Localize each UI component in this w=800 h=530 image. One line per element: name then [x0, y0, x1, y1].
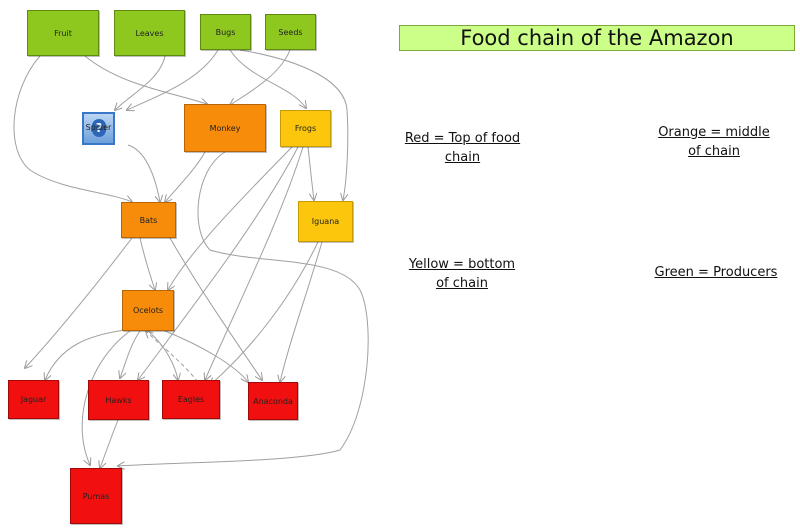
edge-hawks-pumas — [100, 419, 119, 468]
edge-ocelots-jaguar — [45, 329, 126, 380]
node-anaconda[interactable]: Anaconda — [248, 382, 298, 420]
edge-bugs-iguana — [239, 49, 348, 200]
edge-spider-bats — [127, 144, 160, 202]
node-bugs[interactable]: Bugs — [200, 14, 251, 50]
edge-ocelots-eagles — [147, 330, 178, 380]
edge-bugs-frogs — [229, 49, 306, 108]
edge-iguana-anaconda — [280, 241, 323, 382]
edge-frogs-hawks — [138, 146, 299, 380]
node-pumas[interactable]: Pumas — [70, 468, 122, 524]
node-hawks[interactable]: Hawks — [88, 380, 149, 420]
edge-bats-anaconda — [169, 237, 262, 380]
node-seeds[interactable]: Seeds — [265, 14, 316, 50]
node-jaguar[interactable]: Jaguar — [8, 380, 59, 419]
node-bats[interactable]: Bats — [121, 202, 176, 238]
edge-seeds-monkey — [230, 49, 291, 105]
edge-bats-jaguar — [25, 237, 133, 368]
node-spider[interactable]: ? Spider — [82, 112, 115, 145]
legend-green-line-1: Green = Producers — [654, 265, 778, 280]
legend-orange-line-2: of chain — [688, 144, 740, 159]
legend-green: Green = Producers — [645, 263, 787, 282]
node-fruit[interactable]: Fruit — [27, 10, 99, 56]
edge-leaves-spider — [115, 55, 166, 110]
legend-red: Red = Top of food chain — [395, 129, 530, 167]
edge-bats-ocelots — [139, 237, 155, 290]
edge-frogs-ocelots — [168, 146, 293, 290]
edge-bugs-spider — [127, 49, 219, 110]
edge-frogs-iguana — [307, 146, 314, 200]
edge-fruit-bats — [13, 55, 132, 202]
node-ocelots[interactable]: Ocelots — [122, 290, 174, 331]
legend-orange: Orange = middle of chain — [650, 123, 778, 161]
edge-ocelots-pumas — [81, 330, 131, 465]
edge-monkey-bats — [165, 151, 206, 202]
legend-yellow: Yellow = bottom of chain — [396, 255, 528, 293]
legend-yellow-line-2: of chain — [436, 276, 488, 291]
node-frogs[interactable]: Frogs — [280, 110, 331, 147]
node-iguana[interactable]: Iguana — [298, 201, 353, 242]
node-leaves[interactable]: Leaves — [114, 10, 185, 56]
page-title: Food chain of the Amazon — [399, 25, 795, 51]
legend-orange-line-1: Orange = middle — [658, 125, 770, 140]
edge-frogs-eagles — [205, 146, 304, 380]
legend-red-line-1: Red = Top of food — [404, 131, 521, 146]
node-eagles[interactable]: Eagles — [162, 380, 220, 419]
edge-iguana-eagles — [210, 241, 319, 385]
edge-ocelots-anaconda — [164, 330, 248, 382]
node-monkey[interactable]: Monkey — [184, 104, 266, 152]
question-mark-icon: ? — [92, 119, 106, 137]
legend-red-line-2: chain — [444, 150, 481, 165]
edge-ocelots-hawks — [120, 330, 141, 378]
edge-fruit-monkey — [84, 55, 207, 104]
edge-monkey-pumas — [118, 151, 369, 466]
legend-yellow-line-1: Yellow = bottom — [408, 257, 516, 272]
spider-label: Spider — [85, 123, 112, 132]
edge-eagles-ocelots — [146, 331, 199, 383]
